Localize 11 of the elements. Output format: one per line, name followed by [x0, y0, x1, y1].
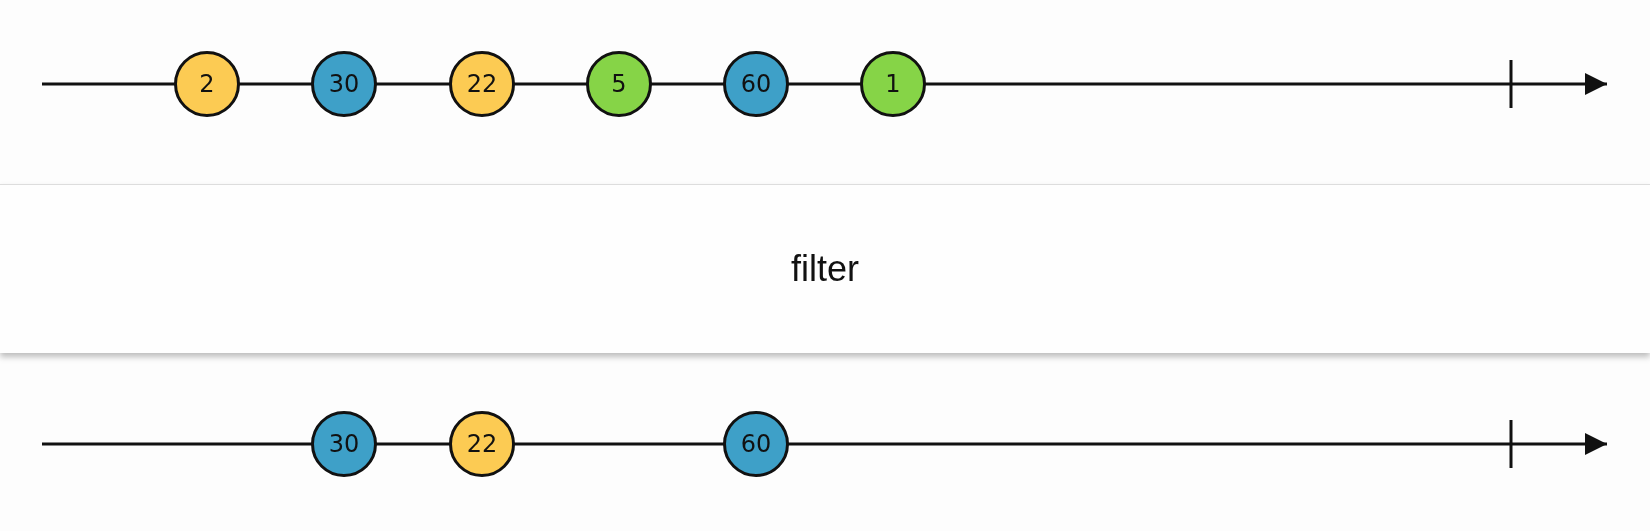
- marble-value: 60: [740, 430, 772, 458]
- marble-value: 5: [611, 70, 627, 98]
- marble-value: 22: [466, 430, 498, 458]
- marble-value: 30: [328, 430, 360, 458]
- marble-value: 60: [740, 70, 772, 98]
- operator-band: [0, 184, 1650, 353]
- operator-label: filter: [791, 248, 859, 290]
- marble-value: 2: [199, 70, 215, 98]
- marble-value: 22: [466, 70, 498, 98]
- marble-value: 30: [328, 70, 360, 98]
- marble-value: 1: [885, 70, 901, 98]
